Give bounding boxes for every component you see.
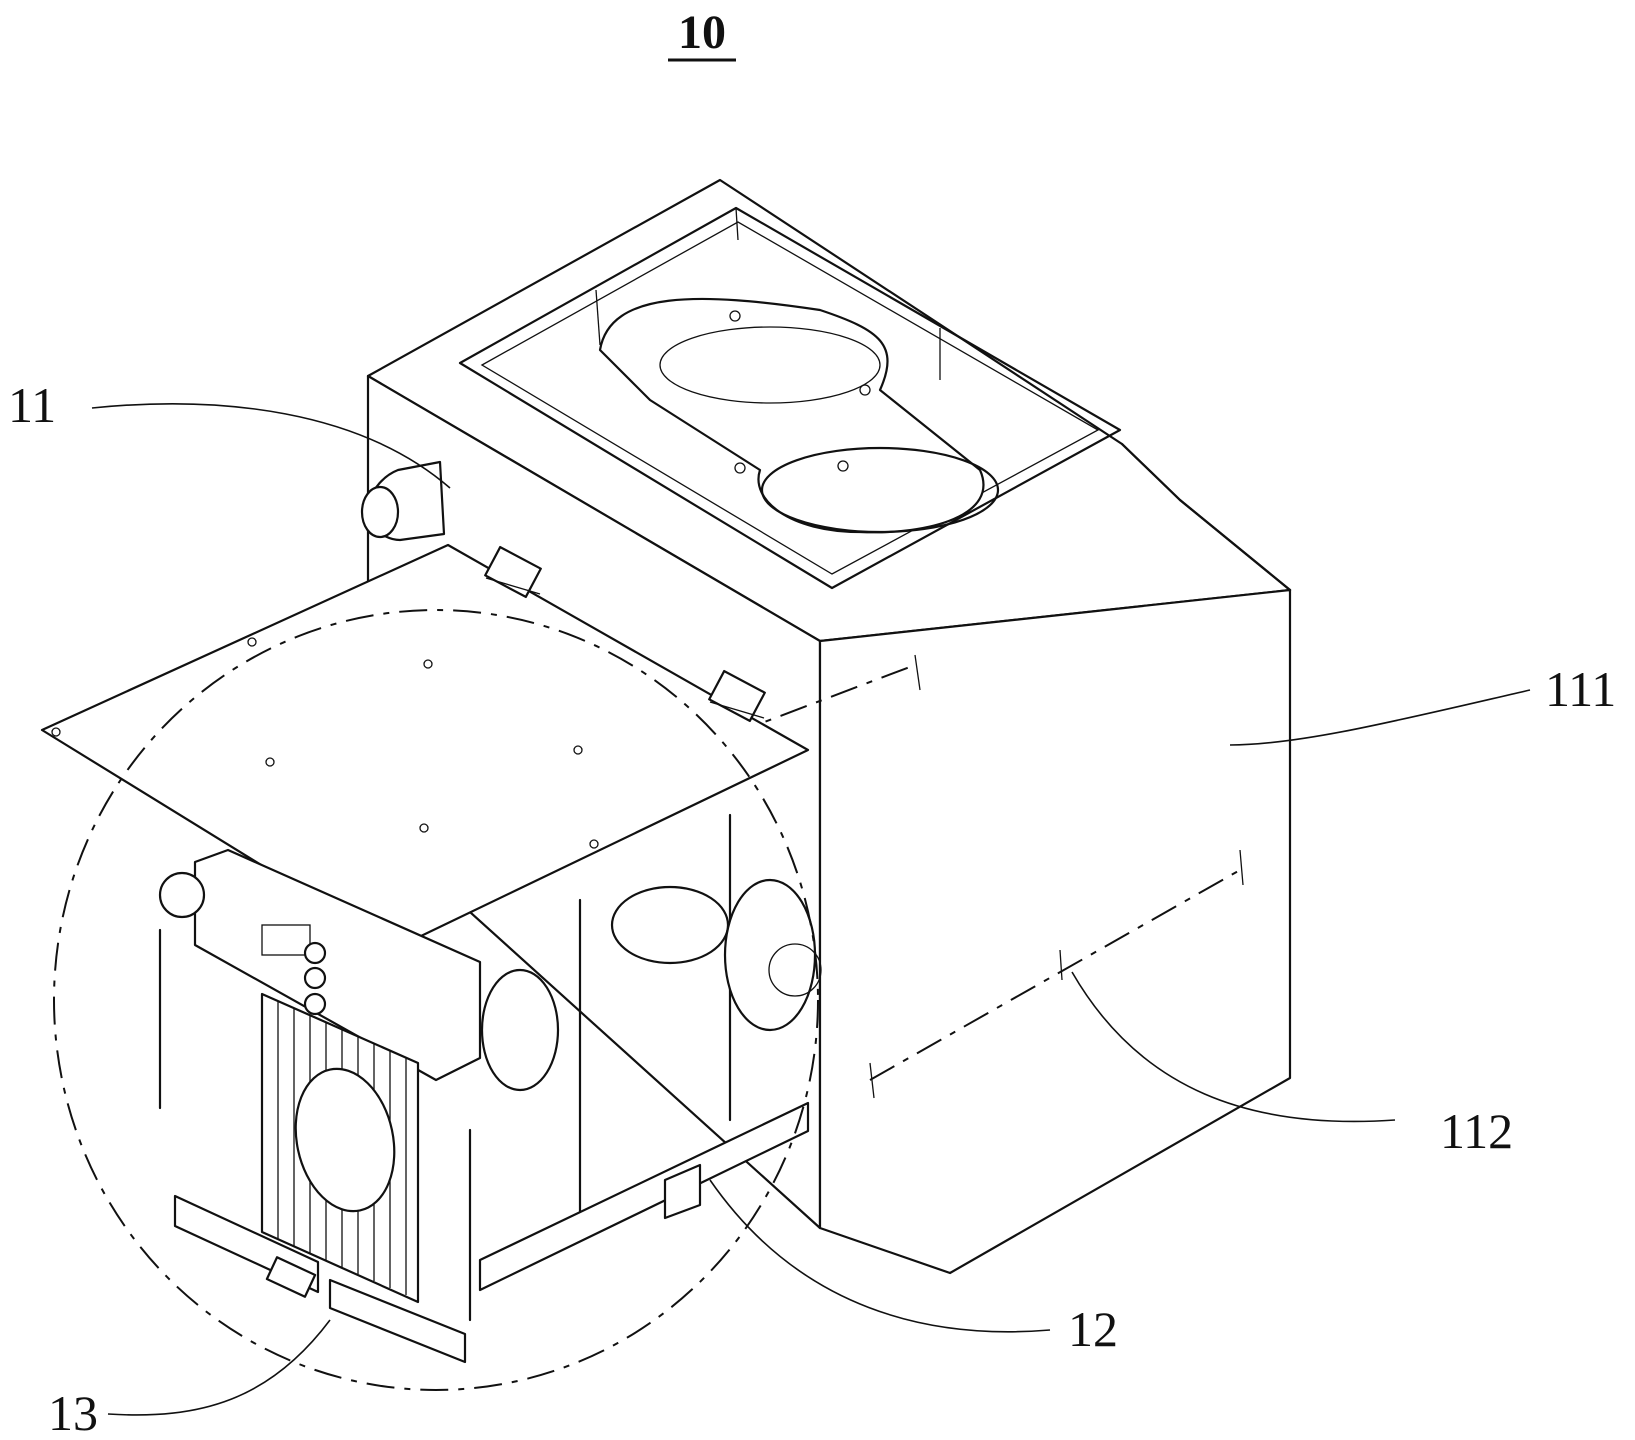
housing-side-panel <box>818 588 1292 1275</box>
lid-hole-1 <box>51 727 61 737</box>
seam-tick-1 <box>914 654 921 691</box>
hinge-2 <box>708 669 766 723</box>
seam-upper <box>729 664 916 736</box>
figure-number: 10 <box>678 6 726 59</box>
engine-pump <box>610 885 730 965</box>
mount-foot <box>265 1256 317 1298</box>
label-13: 13 <box>48 1385 98 1440</box>
control-panel-display <box>261 924 311 956</box>
lid-hole-5 <box>419 823 429 833</box>
lid-hole-2 <box>423 659 433 669</box>
seam-tick-2 <box>1239 849 1244 886</box>
duct-ring-lower <box>760 446 1000 534</box>
engine-tank <box>480 968 560 1092</box>
seam-lower <box>869 869 1241 1081</box>
exhaust-pipe-end <box>158 871 206 919</box>
hinge-1 <box>484 545 542 599</box>
lid-hole-3 <box>265 757 275 767</box>
base-skid-front <box>328 1278 467 1364</box>
rail-bracket <box>663 1163 702 1220</box>
label-11: 11 <box>8 377 56 433</box>
leader-112 <box>1071 971 1396 1123</box>
duct-bolt-3 <box>837 460 849 472</box>
radiator-fan-opening <box>294 1067 396 1213</box>
hinge-2-pin <box>709 701 765 719</box>
base-rail-12 <box>478 1101 810 1292</box>
detail-circle <box>53 609 819 1391</box>
label-12: 12 <box>1068 1301 1118 1357</box>
top-opening-outer <box>458 206 1122 590</box>
seam-tick-4 <box>869 1062 875 1099</box>
control-box <box>193 848 482 1082</box>
leader-12 <box>709 1179 1051 1333</box>
leader-111 <box>1229 689 1531 746</box>
control-knob-1 <box>303 941 327 965</box>
label-112: 112 <box>1440 1103 1513 1159</box>
seam-tick-3 <box>1059 949 1063 981</box>
engine-motor <box>723 878 817 1032</box>
duct-bolt-2 <box>734 462 746 474</box>
duct-bolt-1 <box>729 310 741 322</box>
motor-fan-grille <box>768 943 822 997</box>
leader-13 <box>107 1319 331 1416</box>
control-knob-2 <box>303 966 327 990</box>
hinge-1-pin <box>485 577 541 595</box>
leader-11 <box>91 403 451 489</box>
side-pipe-end <box>360 485 400 539</box>
lid-hole-4 <box>573 745 583 755</box>
control-knob-3 <box>303 992 327 1016</box>
label-111: 111 <box>1545 661 1616 717</box>
duct-ring-upper <box>659 326 881 404</box>
duct-bolt-4 <box>859 384 871 396</box>
top-opening-inner <box>480 221 1100 575</box>
lid-hole-7 <box>247 637 257 647</box>
top-frame-rib-3 <box>735 207 739 241</box>
top-frame-rib-1 <box>595 289 601 346</box>
generator-assembly <box>158 813 822 1364</box>
lid-hole-6 <box>589 839 599 849</box>
housing-chamfer-edge <box>1120 442 1292 592</box>
